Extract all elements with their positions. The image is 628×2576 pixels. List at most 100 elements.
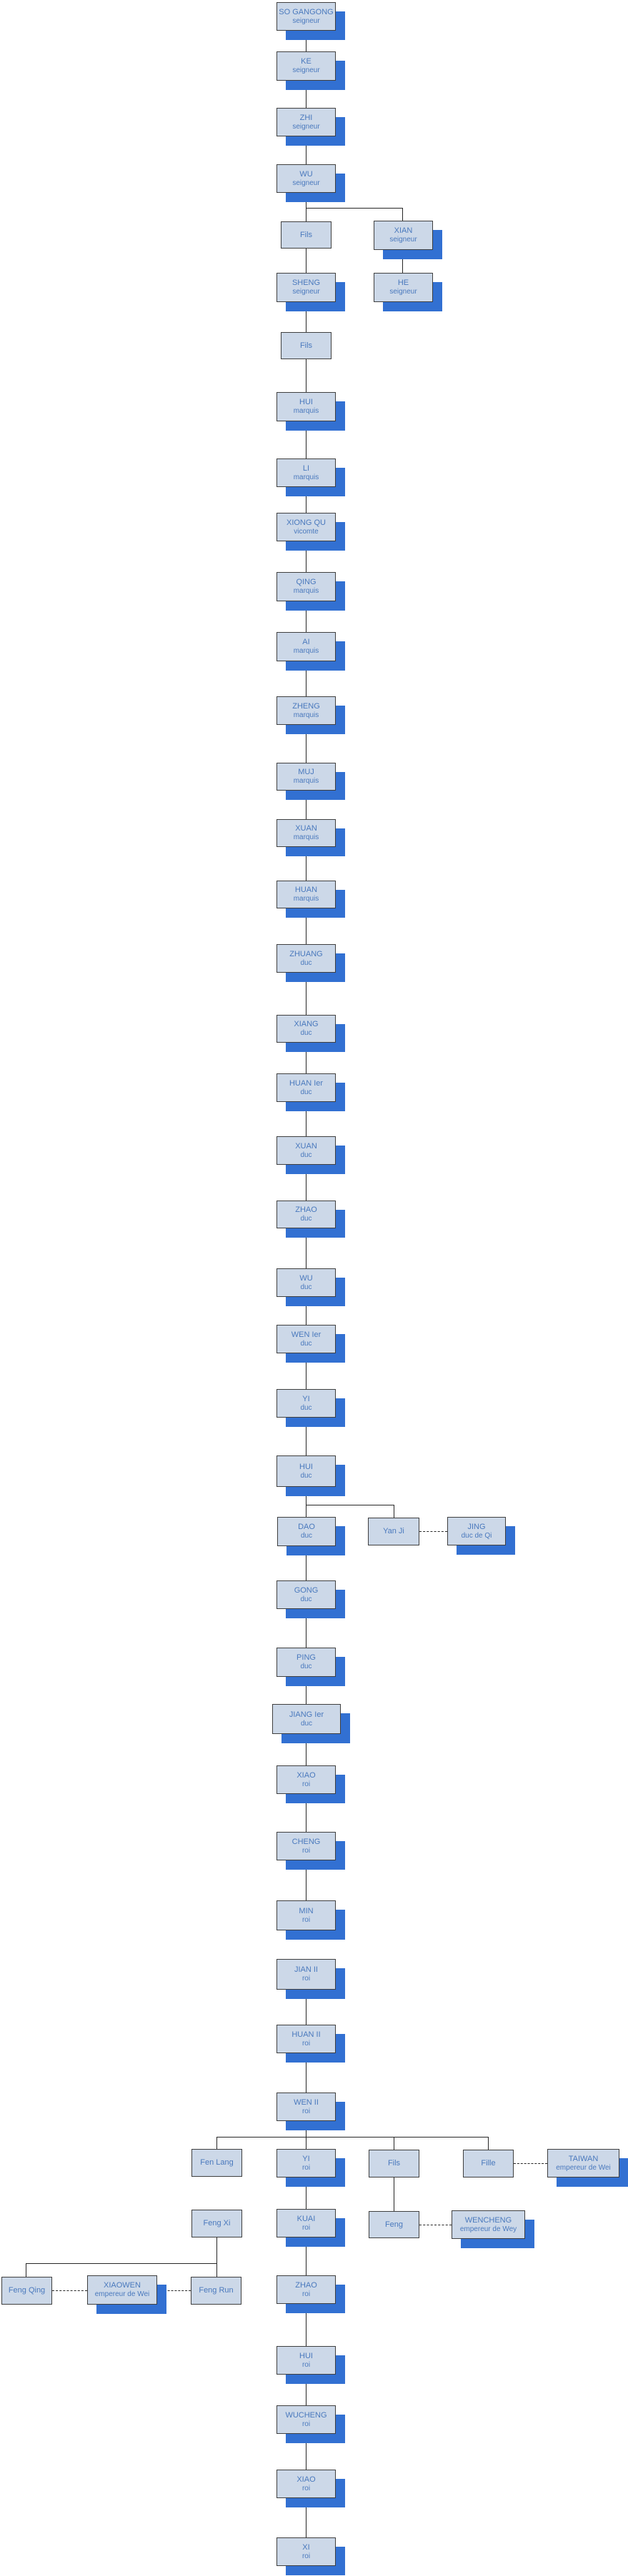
- descent-connector-line: [402, 250, 403, 273]
- tree-node-fille[interactable]: Fille: [463, 2150, 514, 2177]
- tree-node-feng-xi[interactable]: Feng Xi: [191, 2210, 242, 2237]
- person-name-label: WENCHENG: [464, 2215, 512, 2225]
- person-name-label: JIANG Ier: [289, 1710, 324, 1719]
- person-name-label: PING: [296, 1653, 316, 1662]
- person-name-label: SHENG: [291, 279, 321, 287]
- person-name-label: SO GANGONG: [279, 7, 334, 16]
- person-name-label: Fille: [481, 2159, 496, 2167]
- person-rank-label: empereur de Wei: [556, 2163, 611, 2172]
- person-name-label: HUAN II: [291, 2030, 321, 2039]
- descent-connector-line: [216, 2263, 217, 2277]
- person-rank-label: duc: [300, 1719, 313, 1728]
- person-name-label: HUI: [299, 2351, 313, 2360]
- person-rank-label: duc: [300, 1595, 312, 1603]
- person-name-label: ZHAO: [295, 1206, 317, 1214]
- marriage-dashed-connector: [157, 2290, 191, 2291]
- person-name-label: WEN II: [294, 2098, 319, 2107]
- person-rank-label: duc: [300, 1403, 312, 1412]
- person-name-label: LI: [302, 463, 310, 473]
- person-name-label: KE: [301, 57, 311, 66]
- person-rank-label: marquis: [293, 587, 319, 595]
- person-name-label: MIN: [299, 1906, 314, 1915]
- descent-connector-line: [402, 208, 403, 221]
- person-rank-label: seigneur: [389, 288, 417, 296]
- person-name-label: HUAN: [294, 886, 318, 894]
- person-name-label: XI: [302, 2542, 310, 2552]
- person-rank-label: roi: [301, 1846, 311, 1855]
- person-rank-label: empereur de Wey: [459, 2225, 517, 2233]
- tree-node-fils-2[interactable]: Fils: [281, 332, 332, 359]
- tree-node-feng[interactable]: Feng: [369, 2211, 419, 2238]
- person-name-label: Fils: [299, 230, 313, 239]
- person-rank-label: duc: [300, 958, 312, 967]
- descent-connector-line: [488, 2137, 489, 2150]
- tree-node-fen-lang[interactable]: Fen Lang: [191, 2149, 242, 2177]
- person-name-label: XUAN: [295, 824, 317, 833]
- person-name-label: Fils: [299, 341, 313, 350]
- marriage-dashed-connector: [514, 2163, 547, 2164]
- person-name-label: XIONG QU: [286, 518, 326, 527]
- person-rank-label: roi: [301, 2223, 311, 2232]
- person-name-label: GONG: [294, 1585, 319, 1595]
- tree-node-feng-run[interactable]: Feng Run: [191, 2277, 241, 2305]
- person-name-label: ZHI: [299, 113, 313, 122]
- person-rank-label: vicomte: [294, 527, 319, 536]
- tree-node-fils-3[interactable]: Fils: [369, 2150, 419, 2177]
- person-name-label: MUJ: [298, 768, 314, 776]
- tree-node-feng-qing[interactable]: Feng Qing: [1, 2277, 52, 2305]
- person-name-label: JIAN II: [294, 1965, 318, 1974]
- tree-node-fils-1[interactable]: Fils: [281, 221, 332, 249]
- tree-node-yan-ji[interactable]: Yan Ji: [368, 1518, 419, 1545]
- person-name-label: XIAN: [394, 226, 413, 235]
- person-rank-label: marquis: [293, 833, 319, 841]
- person-rank-label: seigneur: [292, 122, 320, 131]
- person-rank-label: duc: [300, 1088, 312, 1096]
